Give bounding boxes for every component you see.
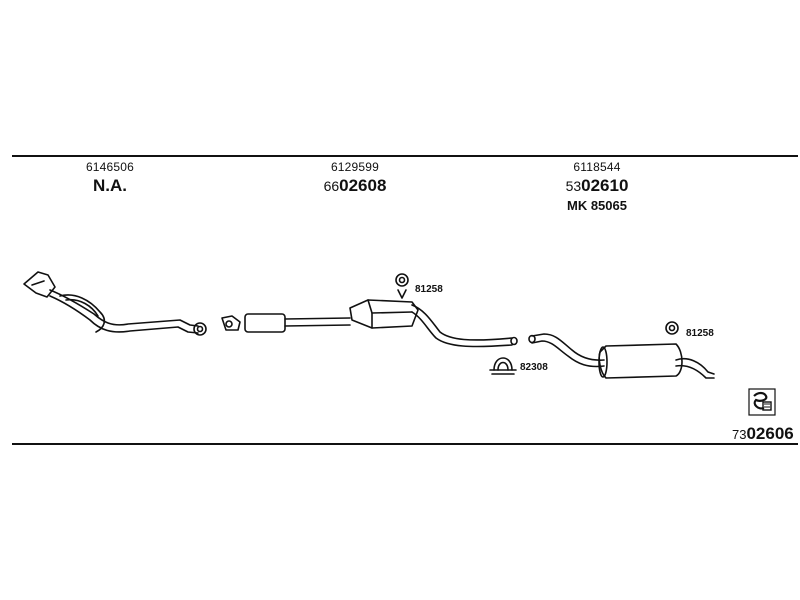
drawing-number: 7302606 (732, 424, 794, 443)
clamp-icon (489, 357, 517, 375)
top-rule (12, 155, 798, 157)
hanger-top-icon (395, 273, 409, 299)
parts-catalog-logo-icon (748, 388, 776, 416)
oe-number: 6146506 (85, 160, 135, 174)
oe-number: 6129599 (330, 160, 380, 174)
part-number: 5302610 (565, 176, 629, 195)
rear-silencer (528, 333, 715, 379)
mk-number: MK 85065 (567, 198, 627, 213)
column-rear-silencer: 6118544 5302610 MK 85065 (552, 160, 642, 213)
column-front-pipe: 6146506 N.A. (70, 160, 150, 196)
part-number: 6602608 (323, 176, 387, 195)
hanger-rear-label: 81258 (686, 328, 714, 339)
clamp-label: 82308 (520, 362, 548, 373)
centre-pipe (221, 299, 518, 348)
hanger-top-label: 81258 (415, 284, 443, 295)
oe-number: 6118544 (573, 160, 621, 174)
part-number: N.A. (93, 176, 127, 195)
front-pipe (23, 271, 207, 336)
column-centre-silencer: 6129599 6602608 (310, 160, 400, 196)
bottom-rule (12, 443, 798, 445)
hanger-rear-icon (665, 321, 679, 335)
